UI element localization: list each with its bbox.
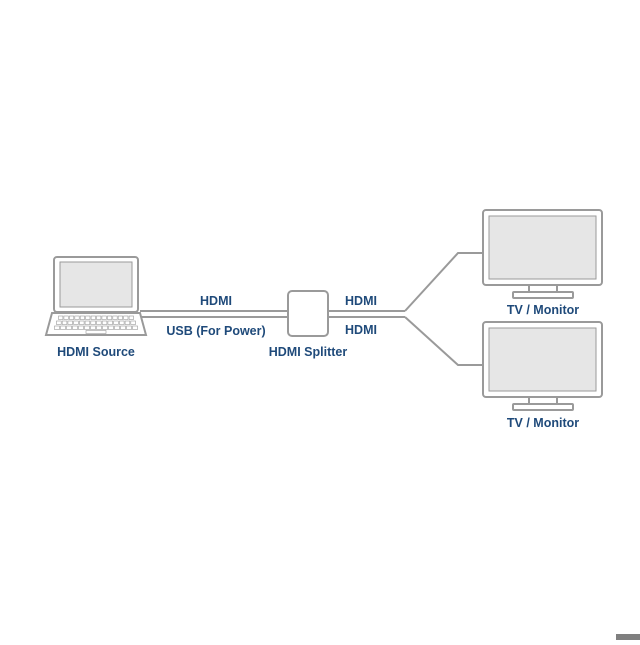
hdmi-source-label: HDMI Source <box>57 345 135 359</box>
corner-mark <box>616 634 640 640</box>
usb-power-label: USB (For Power) <box>166 324 265 338</box>
labels: HDMI USB (For Power) HDMI Source HDMI Sp… <box>57 294 579 430</box>
monitor-icon <box>482 321 603 411</box>
hdmi-splitter-label: HDMI Splitter <box>269 345 348 359</box>
laptop-keyboard <box>54 315 138 334</box>
splitter-box-icon <box>287 290 329 337</box>
monitor-label-1: TV / Monitor <box>507 303 579 317</box>
monitor-label-2: TV / Monitor <box>507 416 579 430</box>
monitor-icon <box>482 209 603 299</box>
hdmi-input-label: HDMI <box>200 294 232 308</box>
hdmi-output-label-1: HDMI <box>345 294 377 308</box>
cables <box>140 252 484 366</box>
hdmi-output-cable-2 <box>404 316 484 366</box>
hdmi-output-cable-1 <box>404 252 484 312</box>
hdmi-output-label-2: HDMI <box>345 323 377 337</box>
laptop-icon <box>44 256 148 336</box>
